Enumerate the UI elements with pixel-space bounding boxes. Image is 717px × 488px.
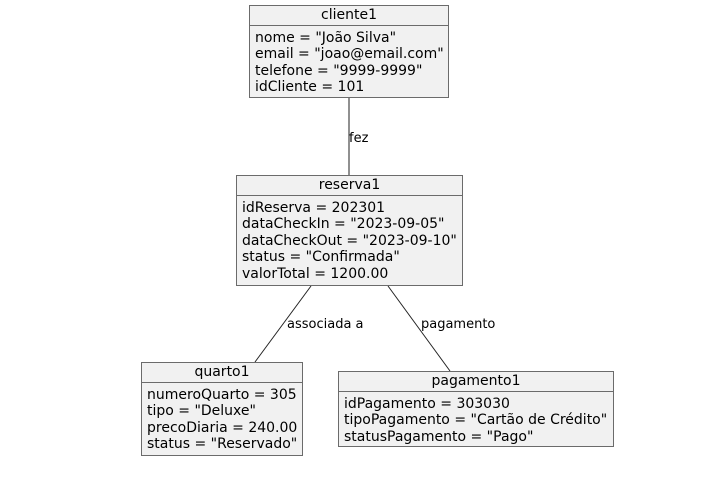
attribute: idPagamento = 303030 [344, 396, 510, 412]
object-cliente1: cliente1 nome = "João Silva" email = "jo… [249, 5, 449, 98]
object-reserva1: reserva1 idReserva = 202301 dataCheckIn … [236, 175, 463, 286]
link-label-pagamento: pagamento [421, 317, 495, 332]
attribute: nome = "João Silva" [255, 30, 397, 46]
attribute: dataCheckOut = "2023-09-10" [242, 232, 457, 249]
attribute: precoDiaria = 240.00 [147, 419, 298, 436]
object-pagamento1: pagamento1 idPagamento = 303030 tipoPaga… [338, 371, 614, 447]
attribute: tipo = "Deluxe" [147, 403, 256, 420]
attribute-list: numeroQuarto = 305 tipo = "Deluxe" preco… [142, 383, 302, 453]
attribute: tipoPagamento = "Cartão de Crédito" [344, 412, 608, 429]
object-title: cliente1 [250, 6, 448, 26]
object-title: pagamento1 [339, 372, 613, 392]
attribute: email = "joao@email.com" [255, 46, 444, 63]
attribute: dataCheckIn = "2023-09-05" [242, 216, 445, 233]
object-title: quarto1 [142, 363, 302, 383]
link-reserva-pagamento [387, 285, 451, 372]
link-reserva-quarto [254, 285, 312, 363]
attribute: statusPagamento = "Pago" [344, 428, 534, 445]
attribute: status = "Confirmada" [242, 249, 400, 266]
attribute-list: idPagamento = 303030 tipoPagamento = "Ca… [339, 392, 613, 445]
attribute-list: nome = "João Silva" email = "joao@email.… [250, 26, 448, 96]
object-quarto1: quarto1 numeroQuarto = 305 tipo = "Delux… [141, 362, 303, 456]
object-title: reserva1 [237, 176, 462, 196]
link-label-associada-a: associada a [287, 317, 364, 332]
attribute: telefone = "9999-9999" [255, 62, 423, 79]
attribute-list: idReserva = 202301 dataCheckIn = "2023-0… [237, 196, 462, 282]
attribute: status = "Reservado" [147, 436, 298, 453]
attribute: valorTotal = 1200.00 [242, 265, 389, 282]
attribute: idCliente = 101 [255, 79, 365, 96]
attribute: numeroQuarto = 305 [147, 387, 297, 403]
attribute: idReserva = 202301 [242, 200, 386, 216]
link-label-fez: fez [349, 131, 369, 146]
